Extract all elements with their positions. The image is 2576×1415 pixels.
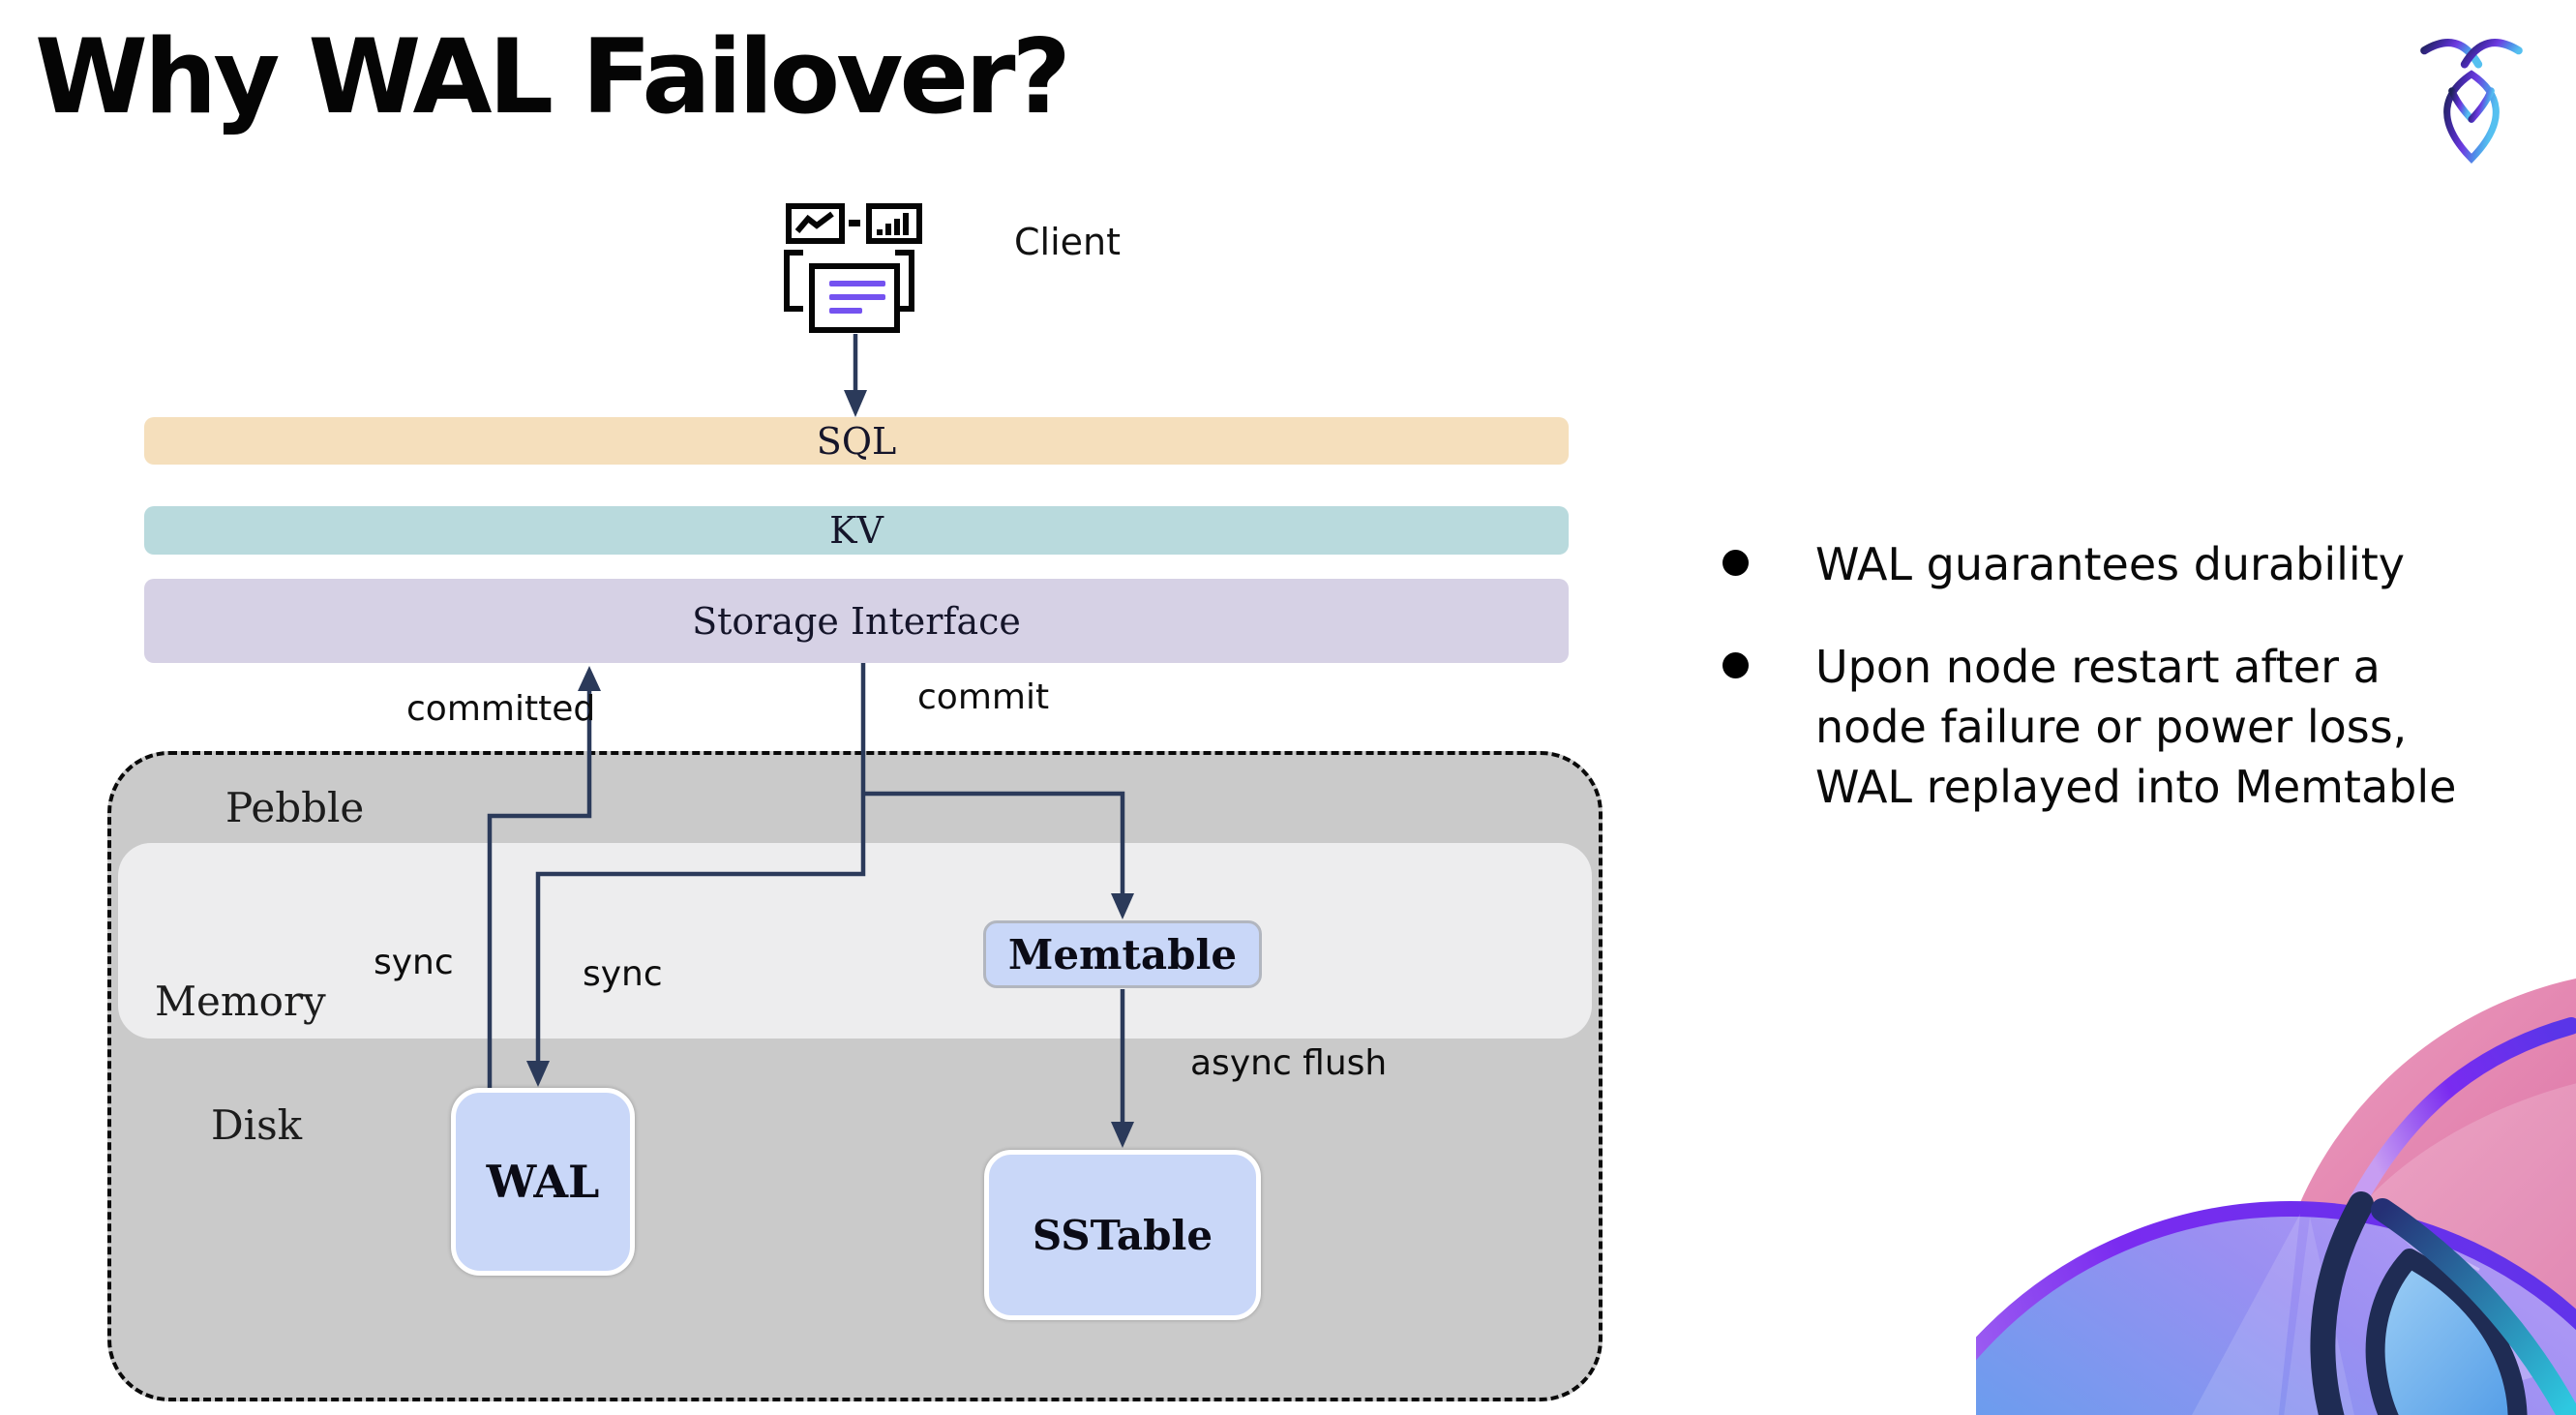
client-label: Client: [1014, 221, 1122, 263]
memory-label: Memory: [155, 978, 326, 1025]
bullet-dot: [1722, 652, 1749, 678]
node-sstable-label: SSTable: [1032, 1211, 1213, 1259]
client-bracket-right: [895, 250, 914, 312]
page-title: Why WAL Failover?: [35, 17, 1071, 136]
layer-kv: KV: [144, 506, 1569, 555]
layer-sql: SQL: [144, 417, 1569, 465]
node-wal: WAL: [451, 1088, 635, 1276]
bullet-item: WAL guarantees durability: [1715, 534, 2518, 594]
client-barchart-icon: [866, 203, 922, 244]
node-memtable-label: Memtable: [1007, 930, 1238, 978]
art-sheen-wedge: [2192, 1214, 2300, 1415]
bullet-text: Upon node restart after a node failure o…: [1815, 641, 2457, 813]
layer-kv-label: KV: [829, 509, 884, 552]
arrowhead-up-committed: [578, 666, 601, 691]
node-wal-label: WAL: [486, 1156, 600, 1208]
disk-label: Disk: [211, 1101, 303, 1149]
client-document-icon: [809, 263, 900, 333]
brand-sphere-art: [1976, 978, 2576, 1415]
art-inner-leaf: [2365, 1249, 2528, 1415]
doc-text-line: [829, 308, 862, 314]
doc-text-line: [829, 281, 885, 286]
bullet-text: WAL guarantees durability: [1815, 538, 2405, 590]
edge-label-async-flush: async flush: [1190, 1043, 1388, 1083]
client-dash-connector: [849, 220, 860, 226]
memory-zone: [118, 843, 1592, 1039]
doc-text-line: [829, 294, 885, 300]
pebble-label: Pebble: [225, 784, 365, 831]
cockroachdb-logo-icon: [2420, 39, 2523, 165]
edge-label-committed: committed: [406, 689, 596, 729]
art-leaf-edge-left: [2310, 1191, 2374, 1415]
bullet-dot: [1722, 550, 1749, 576]
client-bracket-left: [784, 250, 803, 312]
node-memtable: Memtable: [983, 920, 1262, 988]
bullet-item: Upon node restart after a node failure o…: [1715, 637, 2518, 817]
client-linechart-icon: [786, 203, 845, 244]
art-leaf-edge-right: [2371, 1198, 2576, 1415]
art-antenna-arc: [2350, 1017, 2576, 1209]
layer-storage-interface: Storage Interface: [144, 579, 1569, 663]
layer-storage-label: Storage Interface: [692, 599, 1021, 643]
edge-label-sync-up: sync: [374, 943, 454, 982]
arrowhead-down-sql: [844, 390, 867, 417]
bullet-list: WAL guarantees durability Upon node rest…: [1715, 534, 2518, 859]
node-sstable: SSTable: [984, 1150, 1261, 1320]
edge-label-commit: commit: [917, 677, 1050, 717]
layer-sql-label: SQL: [816, 419, 897, 463]
edge-label-sync-down: sync: [583, 954, 663, 994]
